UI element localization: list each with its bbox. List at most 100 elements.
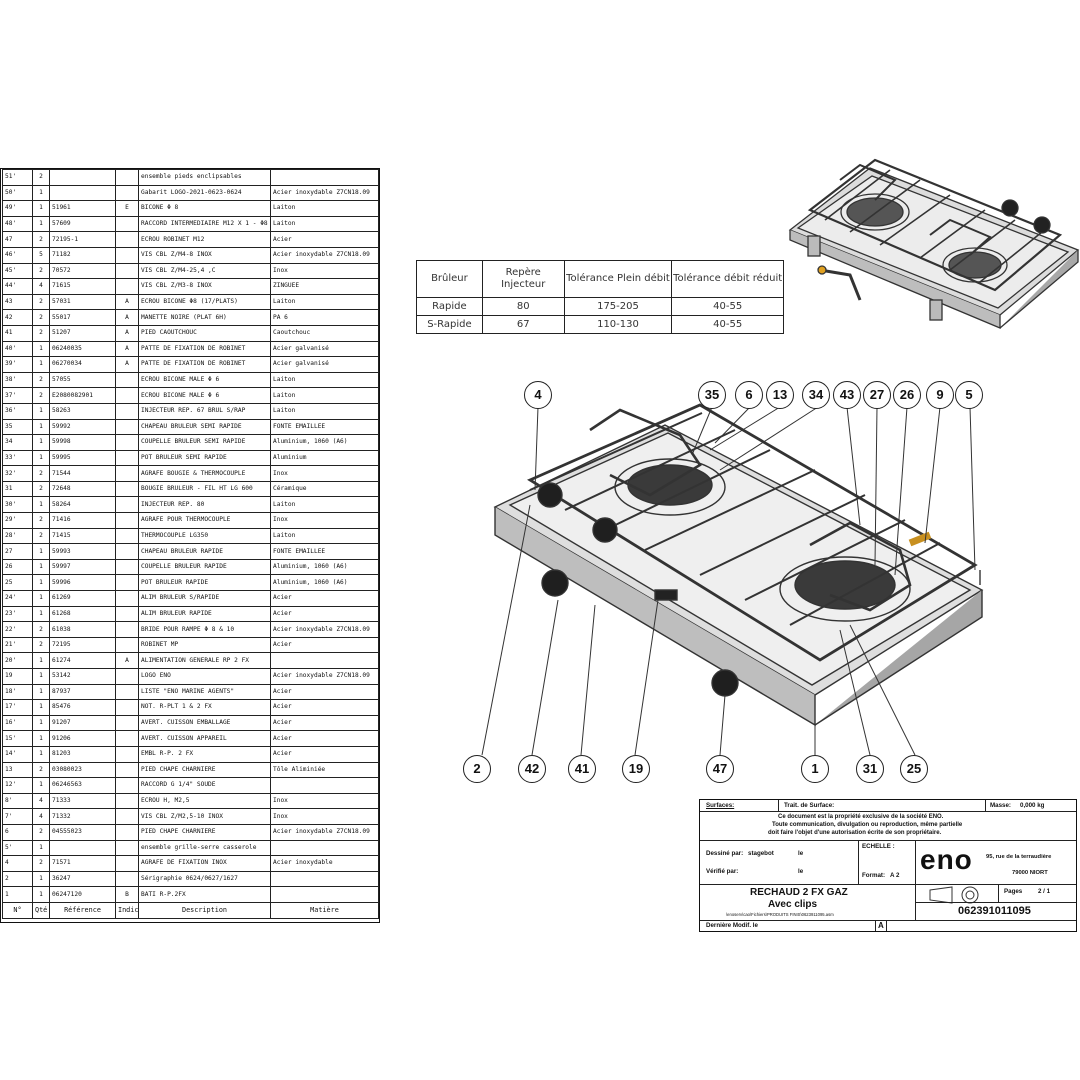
bom-cell: 1 bbox=[32, 886, 50, 903]
bom-cell: 1 bbox=[32, 839, 50, 857]
callout-bubble: 41 bbox=[568, 755, 596, 783]
bom-cell: 28' bbox=[2, 527, 33, 545]
surface-treatment-label: Trait. de Surface: bbox=[784, 802, 835, 809]
burner-header-cell: Repère Injecteur bbox=[481, 260, 565, 298]
bom-cell: 1 bbox=[32, 418, 50, 436]
bom-cell: Acier inoxydable Z7CN18.09 bbox=[270, 823, 379, 841]
bom-cell: FONTE EMAILLEE bbox=[270, 543, 379, 560]
drawn-by-label: Dessiné par: bbox=[706, 850, 744, 857]
burner-cell: 175-205 bbox=[563, 297, 673, 316]
bom-cell: Acier bbox=[270, 714, 379, 732]
bom-cell: 18' bbox=[2, 683, 33, 701]
bom-cell: 2 bbox=[32, 293, 50, 311]
bom-cell: E bbox=[115, 200, 139, 217]
callout-bubble: 27 bbox=[863, 381, 891, 409]
bom-cell: 24' bbox=[2, 590, 33, 607]
bom-cell: Inox bbox=[270, 262, 379, 280]
bom-cell bbox=[115, 808, 139, 825]
bom-cell: 37' bbox=[2, 387, 33, 404]
bom-cell bbox=[115, 480, 139, 498]
bom-cell: 06270034 bbox=[49, 356, 116, 373]
property-text-1: Ce document est la propriété exclusive d… bbox=[778, 814, 944, 820]
callout-bubble: 4 bbox=[524, 381, 552, 409]
bom-cell: EMBL R-P. 2 FX bbox=[138, 745, 271, 763]
callout-bubble: 9 bbox=[926, 381, 954, 409]
bom-cell: ZINGUEE bbox=[270, 278, 379, 295]
bom-cell bbox=[115, 543, 139, 560]
bom-cell: A bbox=[115, 324, 139, 342]
pages-value: 2 / 1 bbox=[1038, 888, 1051, 895]
bom-cell: 12' bbox=[2, 777, 33, 794]
bom-cell: 06240035 bbox=[49, 340, 116, 358]
bom-cell: Acier galvanisé bbox=[270, 356, 379, 373]
bom-cell: Acier bbox=[270, 605, 379, 623]
burner-cell: 40-55 bbox=[671, 315, 784, 334]
bom-cell: 27 bbox=[2, 543, 33, 560]
bom-cell: 7' bbox=[2, 808, 33, 825]
bom-cell: COUPELLE BRULEUR RAPIDE bbox=[138, 558, 271, 576]
bom-cell: 59998 bbox=[49, 434, 116, 451]
bom-cell: 1 bbox=[32, 699, 50, 716]
bom-header-cell: Description bbox=[138, 901, 271, 919]
bom-cell: 61274 bbox=[49, 652, 116, 669]
bom-cell: 4 bbox=[32, 808, 50, 825]
callout-bubble: 13 bbox=[766, 381, 794, 409]
bom-cell: A bbox=[115, 652, 139, 669]
burner-header-cell: Brûleur bbox=[416, 260, 483, 298]
bom-cell: POT BRULEUR SEMI RAPIDE bbox=[138, 449, 271, 467]
bom-cell: 21' bbox=[2, 636, 33, 654]
bom-cell: 57055 bbox=[49, 371, 116, 389]
bom-cell bbox=[115, 855, 139, 872]
bom-cell: ensemble pieds enclipsables bbox=[138, 169, 271, 186]
callout-bubble: 6 bbox=[735, 381, 763, 409]
bom-cell: Laiton bbox=[270, 200, 379, 217]
bom-cell: 59996 bbox=[49, 574, 116, 592]
bom-cell: 16' bbox=[2, 714, 33, 732]
bom-cell: 1 bbox=[32, 558, 50, 576]
bom-cell: 71415 bbox=[49, 527, 116, 545]
bom-cell: 51' bbox=[2, 169, 33, 186]
bom-cell: 31 bbox=[2, 480, 33, 498]
bom-cell: 71544 bbox=[49, 465, 116, 482]
bom-cell: 2 bbox=[32, 262, 50, 280]
bom-cell: Inox bbox=[270, 465, 379, 482]
pages-label: Pages bbox=[1004, 888, 1023, 895]
bom-cell: 30' bbox=[2, 496, 33, 514]
bom-cell: 39' bbox=[2, 356, 33, 373]
bom-cell bbox=[115, 777, 139, 794]
bom-cell: MANETTE NOIRE (PLAT 6H) bbox=[138, 309, 271, 326]
bom-cell: A bbox=[115, 340, 139, 358]
bom-cell: FONTE EMAILLEE bbox=[270, 418, 379, 436]
bom-cell: 35 bbox=[2, 418, 33, 436]
bom-cell: 5 bbox=[32, 246, 50, 264]
bom-cell: 1 bbox=[32, 777, 50, 794]
bom-cell bbox=[115, 699, 139, 716]
bom-cell: 04555023 bbox=[49, 823, 116, 841]
bom-cell bbox=[115, 434, 139, 451]
bom-cell: 2 bbox=[32, 309, 50, 326]
bom-cell: 45' bbox=[2, 262, 33, 280]
bom-cell bbox=[115, 215, 139, 233]
last-modified-label: Dernière Modif. le bbox=[706, 922, 758, 929]
bom-cell: 61268 bbox=[49, 605, 116, 623]
bom-cell bbox=[115, 402, 139, 420]
bom-cell: RACCORD INTERMEDIAIRE M12 X 1 - Φ8 bbox=[138, 215, 271, 233]
callout-bubble: 2 bbox=[463, 755, 491, 783]
bom-cell: 36' bbox=[2, 402, 33, 420]
bom-cell: VIS CBL Z/M4-25,4 ,C bbox=[138, 262, 271, 280]
surfaces-label: Surfaces: bbox=[706, 802, 735, 809]
bom-cell: Aluminium, 1060 (A6) bbox=[270, 434, 379, 451]
bom-cell bbox=[115, 839, 139, 857]
bom-cell: Tôle Aliminiée bbox=[270, 761, 379, 779]
bom-header-cell: Indice bbox=[115, 901, 139, 919]
bom-cell bbox=[115, 683, 139, 701]
bom-cell: 44' bbox=[2, 278, 33, 295]
property-text-3: doit faire l'objet d'une autorisation éc… bbox=[768, 830, 942, 836]
